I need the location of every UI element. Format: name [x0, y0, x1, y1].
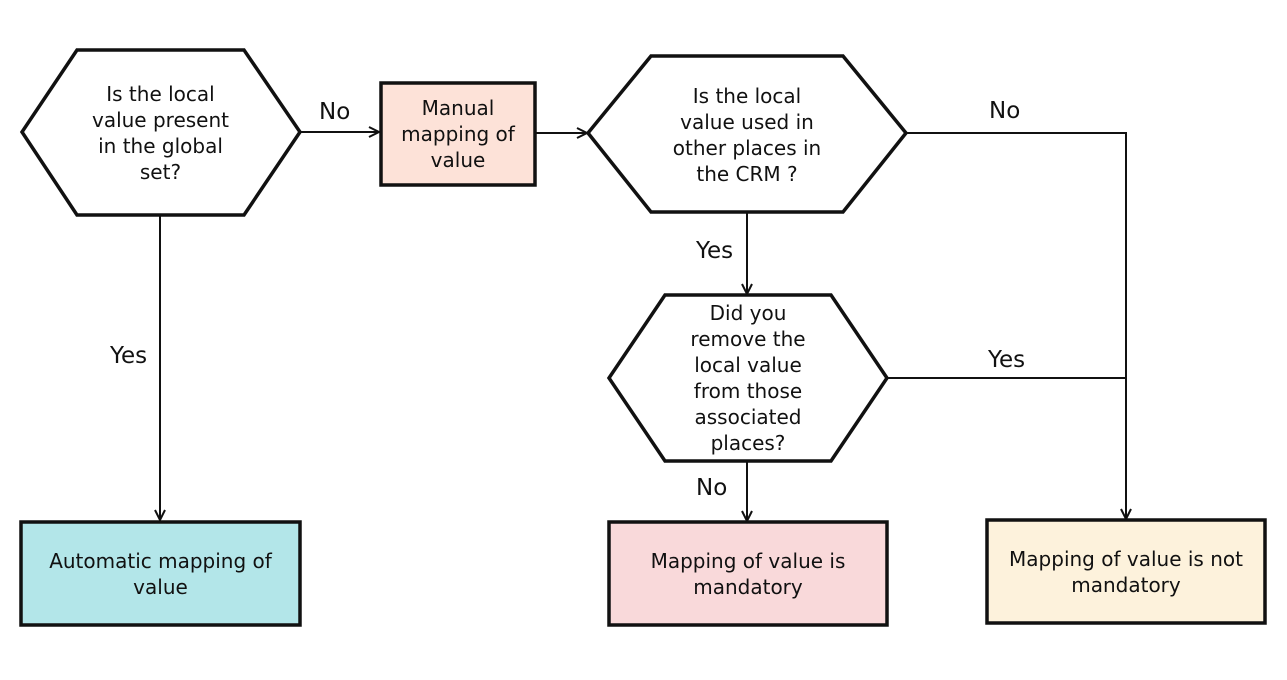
manual-mapping-text: Manual mapping of value — [401, 96, 515, 172]
decision-global-text: Is the local value present in the global… — [91, 82, 229, 184]
label-removed-no: No — [696, 475, 728, 501]
label-global-yes: Yes — [110, 343, 148, 369]
automatic-mapping-box — [19, 520, 302, 627]
decision-used-shape — [585, 54, 909, 214]
label-used-yes: Yes — [696, 238, 734, 264]
label-removed-yes: Yes — [988, 347, 1026, 373]
mandatory-box — [607, 520, 889, 627]
edge-used-no — [906, 132, 1126, 519]
label-used-no: No — [989, 98, 1021, 124]
mandatory-text: Mapping of value is mandatory — [650, 548, 846, 599]
decision-removed-shape — [606, 293, 890, 463]
decision-removed-text: Did you remove the local value from thos… — [690, 301, 806, 455]
decision-global-shape — [19, 48, 303, 217]
not-mandatory-box — [985, 518, 1267, 625]
automatic-mapping-text: Automatic mapping of value — [49, 548, 272, 599]
decision-used-text: Is the local value used in other places … — [672, 84, 822, 186]
not-mandatory-text: Mapping of value is not mandatory — [1009, 546, 1243, 597]
label-global-no: No — [319, 99, 351, 125]
